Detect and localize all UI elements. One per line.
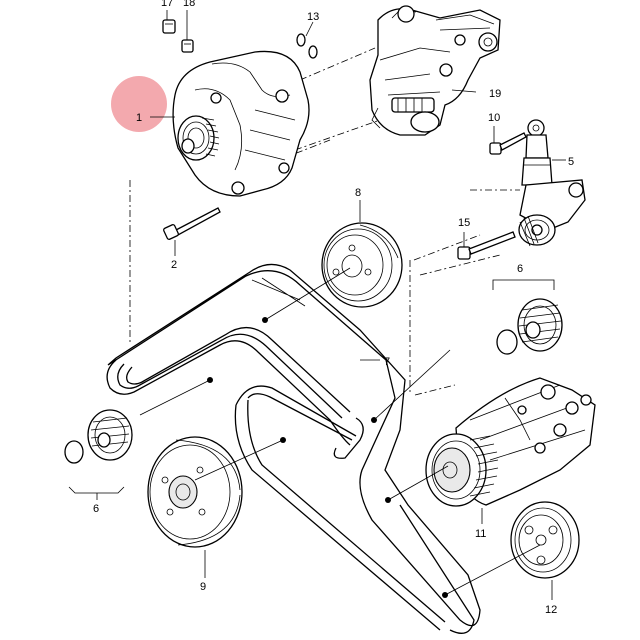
vibration-damper-9[interactable] [147, 436, 243, 548]
cover-cap-6-right[interactable] [496, 329, 518, 355]
part-highlight-marker[interactable] [111, 76, 167, 132]
callout-6-left[interactable]: 6 [93, 503, 99, 515]
cap-18[interactable] [181, 39, 194, 53]
pulley-12[interactable] [510, 501, 580, 579]
ribbed-belt-7[interactable] [106, 263, 481, 634]
callout-13[interactable]: 13 [307, 11, 319, 23]
callout-12[interactable]: 12 [545, 604, 557, 616]
cover-cap-6-left[interactable] [64, 440, 84, 464]
bolt-10[interactable] [489, 132, 527, 155]
callout-labels: 1 2 5 6 6 7 8 9 10 11 12 13 15 17 18 19 [93, 0, 574, 616]
nut-17[interactable] [162, 19, 176, 34]
callout-8[interactable]: 8 [355, 187, 361, 199]
bolt-15[interactable] [457, 231, 516, 260]
callout-2[interactable]: 2 [171, 259, 177, 271]
callout-7[interactable]: 7 [384, 356, 390, 368]
callout-6-right[interactable]: 6 [517, 263, 523, 275]
callout-9[interactable]: 9 [200, 581, 206, 593]
deflection-pulley-6-left[interactable] [87, 409, 133, 461]
alternator-1[interactable] [172, 50, 310, 197]
bolt-2[interactable] [163, 207, 221, 240]
callout-19[interactable]: 19 [489, 88, 501, 100]
leader-lines [68, 10, 566, 600]
washers-13[interactable] [296, 33, 318, 59]
callout-1[interactable]: 1 [136, 112, 142, 124]
callout-10[interactable]: 10 [488, 112, 500, 124]
callout-15[interactable]: 15 [458, 217, 470, 229]
engine-bracket-19[interactable] [369, 5, 501, 136]
tensioner-5[interactable] [518, 119, 586, 247]
pulley-8[interactable] [321, 222, 403, 308]
callout-5[interactable]: 5 [568, 156, 574, 168]
deflection-pulley-6-right[interactable] [517, 298, 563, 352]
callout-11[interactable]: 11 [475, 528, 486, 540]
callout-18[interactable]: 18 [183, 0, 195, 9]
callout-17[interactable]: 17 [161, 0, 173, 9]
ac-compressor-11[interactable] [425, 377, 596, 507]
